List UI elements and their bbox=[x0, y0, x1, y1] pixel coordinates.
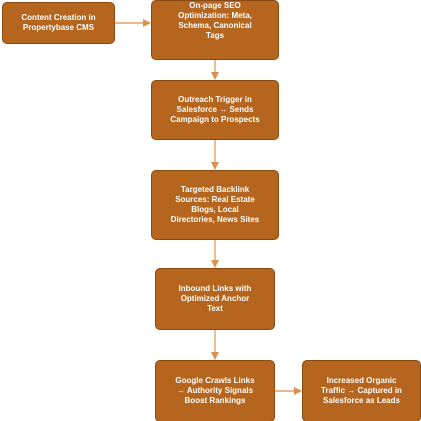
node-google-crawls-label: Google Crawls Links → Authority Signals … bbox=[175, 376, 255, 405]
node-outreach-trigger: Outreach Trigger in Salesforce → Sends C… bbox=[151, 80, 279, 140]
node-backlink-sources-label: Targeted Backlink Sources: Real Estate B… bbox=[170, 185, 260, 224]
node-organic-traffic-label: Increased Organic Traffic → Captured in … bbox=[321, 376, 402, 405]
node-onpage-seo: On-page SEO Optimization: Meta, Schema, … bbox=[151, 0, 279, 60]
node-onpage-seo-label: On-page SEO Optimization: Meta, Schema, … bbox=[178, 1, 252, 40]
node-backlink-sources: Targeted Backlink Sources: Real Estate B… bbox=[151, 170, 279, 240]
node-outreach-trigger-label: Outreach Trigger in Salesforce → Sends C… bbox=[170, 95, 260, 124]
node-content-creation-label: Content Creation in Propertybase CMS bbox=[21, 13, 96, 32]
node-inbound-links-label: Inbound Links with Optimized Anchor Text bbox=[178, 284, 252, 313]
node-inbound-links: Inbound Links with Optimized Anchor Text bbox=[155, 268, 275, 330]
node-organic-traffic: Increased Organic Traffic → Captured in … bbox=[302, 360, 421, 421]
node-google-crawls: Google Crawls Links → Authority Signals … bbox=[155, 360, 275, 421]
node-content-creation: Content Creation in Propertybase CMS bbox=[2, 2, 115, 44]
